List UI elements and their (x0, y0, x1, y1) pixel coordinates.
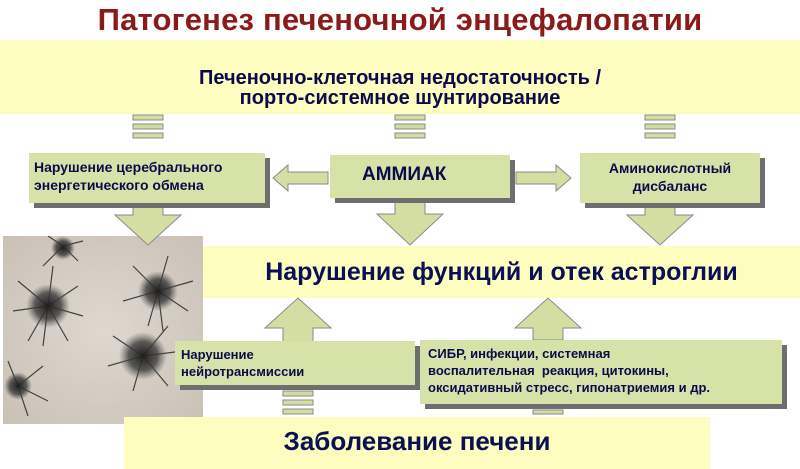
amino-acid-box: Аминокислотный дисбаланс (580, 153, 760, 203)
neurotransmission-line2: нейротрансмиссии (181, 364, 305, 379)
cerebral-energy-line2: энергетического обмена (34, 177, 204, 193)
top-band-text: Печеночно-клеточная недостаточность / по… (0, 68, 800, 108)
sibr-factors-box: СИБР, инфекции, системная воспалительная… (420, 340, 782, 404)
arrow-to-amino-box (515, 163, 572, 193)
up-arrow-right (513, 297, 583, 341)
bottom-band-text: Заболевание печени (283, 426, 551, 456)
cerebral-energy-box: Нарушение церебрального энергетического … (29, 153, 265, 203)
astroglia-micrograph (3, 236, 203, 424)
middle-band (203, 246, 800, 298)
cerebral-energy-line1: Нарушение церебрального (34, 159, 223, 175)
down-arrow-right (625, 204, 695, 246)
ammonia-box: АММИАК (330, 155, 510, 198)
amino-acid-line1: Аминокислотный (608, 160, 732, 176)
middle-band-text: Нарушение функций и отек астроглии (265, 258, 738, 286)
stem-center (394, 114, 426, 139)
sibr-line1: СИБР, инфекции, системная (428, 346, 611, 361)
up-stem-left (282, 390, 314, 415)
diagram-title: Патогенез печеночной энцефалопатии (97, 2, 703, 37)
stem-right (644, 114, 676, 139)
top-band-line1: Печеночно-клеточная недостаточность / (198, 67, 602, 89)
up-stem-right (532, 403, 564, 415)
sibr-line3: оксидативный стресс, гипонатриемия и др. (428, 380, 711, 395)
top-band (0, 40, 800, 114)
down-arrow-center (375, 199, 445, 246)
neurotransmission-line1: Нарушение (181, 347, 254, 362)
amino-acid-line2: дисбаланс (632, 178, 708, 194)
top-band-line2: порто-системное шунтирование (239, 87, 561, 109)
micrograph-image (3, 236, 203, 424)
sibr-line2: воспалительная реакция, цитокины, (428, 363, 669, 378)
arrow-to-cerebral-box (272, 163, 329, 193)
bottom-band (124, 417, 710, 469)
down-arrow-left (113, 204, 183, 246)
neurotransmission-box: Нарушение нейротрансмиссии (175, 341, 415, 385)
stem-left (132, 114, 164, 139)
